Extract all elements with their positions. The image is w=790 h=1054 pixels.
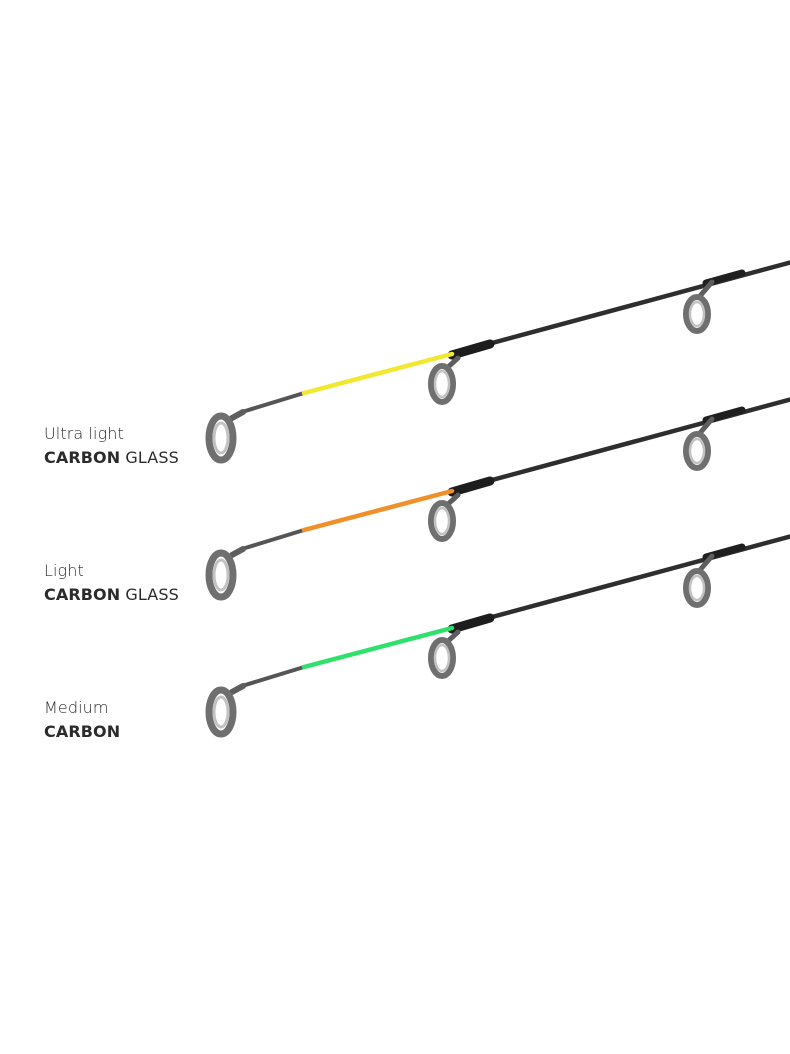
rod-tip-medium (209, 536, 790, 734)
colored-tip-section (301, 351, 455, 396)
tip-material: CARBON GLASS (44, 446, 179, 470)
tip-label-medium: Medium CARBON (44, 696, 120, 744)
rod-tip-light (209, 399, 790, 597)
tip-label-ultra-light: Ultra light CARBON GLASS (44, 422, 179, 470)
material-light: GLASS (125, 448, 179, 467)
tip-name: Medium (44, 698, 109, 717)
material-bold: CARBON (44, 448, 121, 467)
material-bold: CARBON (44, 585, 121, 604)
material-bold: CARBON (44, 722, 121, 741)
rod-tip-ultra-light (209, 262, 790, 460)
tip-material: CARBON (44, 720, 120, 744)
colored-tip-section (301, 488, 455, 533)
tip-label-light: Light CARBON GLASS (44, 559, 179, 607)
material-light: GLASS (125, 585, 179, 604)
tip-name: Light (44, 561, 84, 580)
colored-tip-section (301, 625, 455, 670)
tip-material: CARBON GLASS (44, 583, 179, 607)
tip-name: Ultra light (44, 424, 124, 443)
